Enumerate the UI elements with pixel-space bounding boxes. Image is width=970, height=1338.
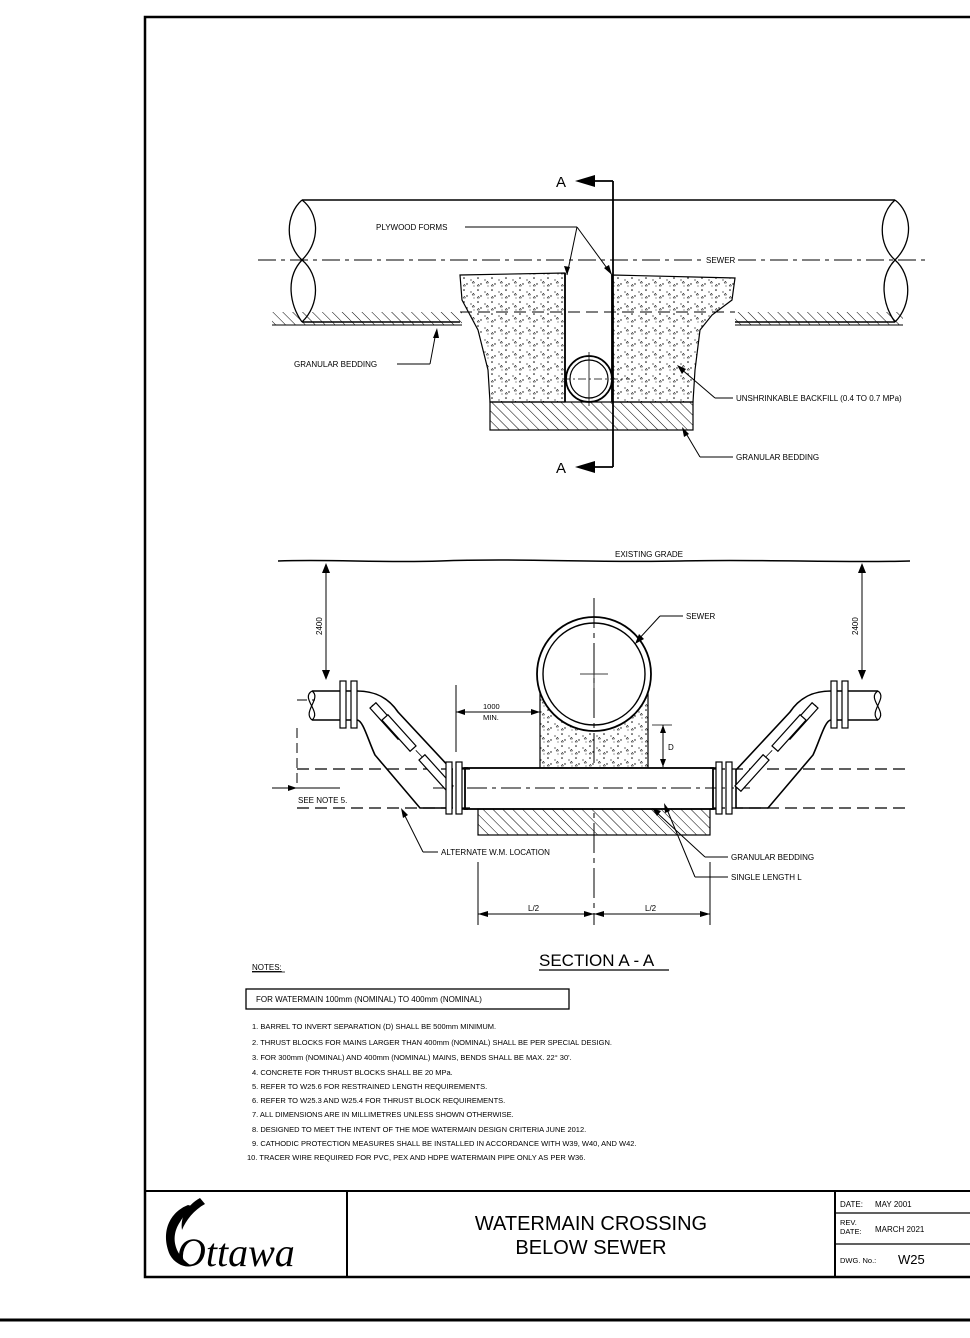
rev-date-value: MARCH 2021	[875, 1225, 925, 1234]
dim-1000-unit: MIN.	[483, 713, 499, 722]
watermain-section-pipe	[464, 767, 714, 810]
sewer-break-left	[288, 199, 317, 323]
section-granular-bedding-label: GRANULAR BEDDING	[731, 853, 814, 862]
logo-text: Ottawa	[177, 1230, 295, 1275]
drawing-title-line1: WATERMAIN CROSSING	[475, 1213, 707, 1235]
sheet-border	[143, 15, 970, 1279]
plan-granular-bedding-left: GRANULAR BEDDING	[294, 360, 377, 369]
dim-2400-right-label: 2400	[851, 617, 860, 635]
leader-alternate-wm	[402, 811, 424, 853]
dwg-label: DWG. No.:	[840, 1256, 876, 1265]
dwg-number: W25	[898, 1252, 925, 1267]
plan-sewer-label: SEWER	[706, 256, 736, 265]
plan-view: A A PLYWOOD FORMS SEWER GRANULAR BEDDING…	[258, 174, 925, 477]
scope-box	[245, 988, 570, 1010]
dim-2400-left-label: 2400	[315, 617, 324, 635]
ground-hatch-right	[735, 312, 903, 325]
date-value: MAY 2001	[875, 1200, 912, 1209]
section-title: SECTION A - A	[539, 951, 655, 970]
alternate-wm-label: ALTERNATE W.M. LOCATION	[441, 848, 550, 857]
leader-backfill	[679, 367, 716, 399]
note-item: 8. DESIGNED TO MEET THE INTENT OF THE MO…	[252, 1125, 586, 1134]
dim-1000-value: 1000	[483, 702, 500, 711]
dim-d-label: D	[668, 743, 674, 752]
ground-hatch-left	[272, 312, 462, 325]
section-view: EXISTING GRADE 2400 2400 SEWER D	[272, 550, 911, 971]
section-arrow-top	[575, 175, 595, 187]
existing-grade-label: EXISTING GRADE	[615, 550, 683, 559]
dim-half-right-label: L/2	[645, 904, 657, 913]
see-note-label: SEE NOTE 5.	[298, 796, 347, 805]
single-length-label: SINGLE LENGTH L	[731, 873, 802, 882]
note-item: 9. CATHODIC PROTECTION MEASURES SHALL BE…	[252, 1139, 637, 1148]
existing-grade-line	[277, 559, 911, 563]
section-marker-bottom: A	[556, 460, 566, 477]
ottawa-logo: Ottawa	[166, 1198, 295, 1275]
note-item: 7. ALL DIMENSIONS ARE IN MILLIMETRES UNL…	[252, 1110, 514, 1119]
notes-heading: NOTES:	[252, 963, 282, 972]
granular-bedding-block	[489, 401, 694, 431]
notes-section: NOTES: FOR WATERMAIN 100mm (NOMINAL) TO …	[245, 963, 637, 1162]
note-item: 3. FOR 300mm (NOMINAL) AND 400mm (NOMINA…	[252, 1053, 572, 1062]
left-bend-assembly	[307, 680, 468, 815]
note-item: 10. TRACER WIRE REQUIRED FOR PVC, PEX AN…	[247, 1153, 585, 1162]
section-marker-top: A	[556, 174, 566, 191]
title-block: Ottawa WATERMAIN CROSSING BELOW SEWER DA…	[145, 1190, 970, 1277]
plan-granular-bedding-right: GRANULAR BEDDING	[736, 453, 819, 462]
note-item: 4. CONCRETE FOR THRUST BLOCKS SHALL BE 2…	[252, 1068, 453, 1077]
granular-bedding-section	[477, 808, 711, 836]
section-arrow-bottom	[575, 461, 595, 473]
dim-half-left-label: L/2	[528, 904, 540, 913]
note-item: 6. REFER TO W25.3 AND W25.4 FOR THRUST B…	[252, 1096, 505, 1105]
date-label: DATE:	[840, 1200, 863, 1209]
section-sewer-label: SEWER	[686, 612, 716, 621]
note-item: 2. THRUST BLOCKS FOR MAINS LARGER THAN 4…	[252, 1038, 612, 1047]
plywood-forms-label: PLYWOOD FORMS	[376, 223, 447, 232]
unshrinkable-backfill-label: UNSHRINKABLE BACKFILL (0.4 TO 0.7 MPa)	[736, 394, 902, 403]
rev-label-line2: DATE:	[840, 1227, 862, 1236]
rev-label-line1: REV.	[840, 1218, 857, 1227]
right-bend-assembly	[710, 680, 882, 815]
drawing-title-line2: BELOW SEWER	[515, 1237, 666, 1259]
logo-swoosh-icon	[166, 1205, 195, 1267]
scope-text: FOR WATERMAIN 100mm (NOMINAL) TO 400mm (…	[256, 995, 482, 1004]
sewer-break-right	[881, 199, 910, 323]
note-item: 5. REFER TO W25.6 FOR RESTRAINED LENGTH …	[252, 1082, 487, 1091]
leader-single-length	[665, 806, 696, 878]
leader-section-granular	[654, 810, 706, 858]
note-item: 1. BARREL TO INVERT SEPARATION (D) SHALL…	[252, 1022, 496, 1031]
